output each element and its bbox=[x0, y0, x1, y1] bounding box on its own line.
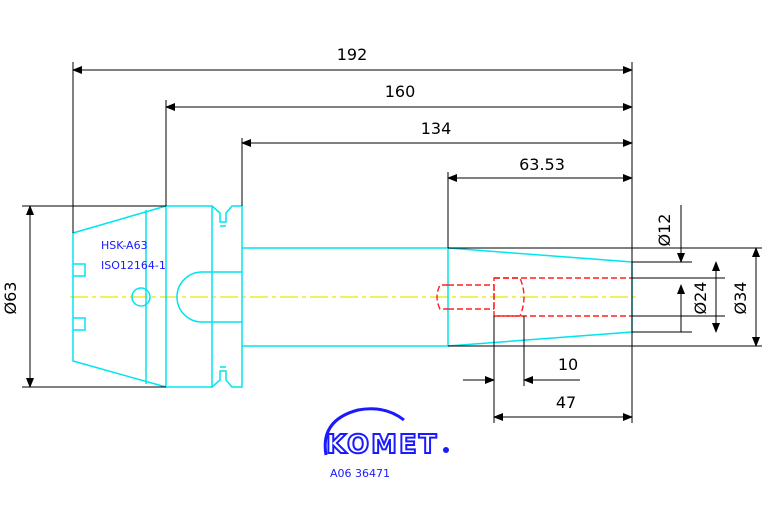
logo-dot-icon bbox=[443, 447, 449, 453]
dim-diameter-24: Ø24 bbox=[691, 282, 710, 315]
part-number: A06 36471 bbox=[330, 467, 390, 480]
dim-diameter-12: Ø12 bbox=[655, 214, 674, 247]
dim-flange-length: 160 bbox=[385, 82, 416, 101]
logo-swoosh-icon bbox=[323, 407, 405, 456]
interface-label: HSK-A63 bbox=[101, 239, 148, 252]
dim-shank-length: 134 bbox=[421, 119, 452, 138]
brand-logo-text: KOMET bbox=[326, 430, 438, 460]
dim-overall-length: 192 bbox=[337, 45, 368, 64]
standard-label: ISO12164-1 bbox=[101, 259, 166, 272]
hidden-bore bbox=[436, 277, 632, 317]
dimension-lines bbox=[22, 62, 762, 423]
coolant-port-circle bbox=[131, 287, 151, 307]
dim-diameter-34: Ø34 bbox=[731, 282, 750, 315]
dim-bore-10: 10 bbox=[558, 355, 578, 374]
dim-diameter-63: Ø63 bbox=[1, 282, 20, 315]
dim-bore-47: 47 bbox=[556, 393, 576, 412]
dim-taper-length: 63.53 bbox=[519, 155, 565, 174]
holder-outline bbox=[72, 205, 633, 388]
komet-logo: KOMET bbox=[323, 407, 449, 461]
